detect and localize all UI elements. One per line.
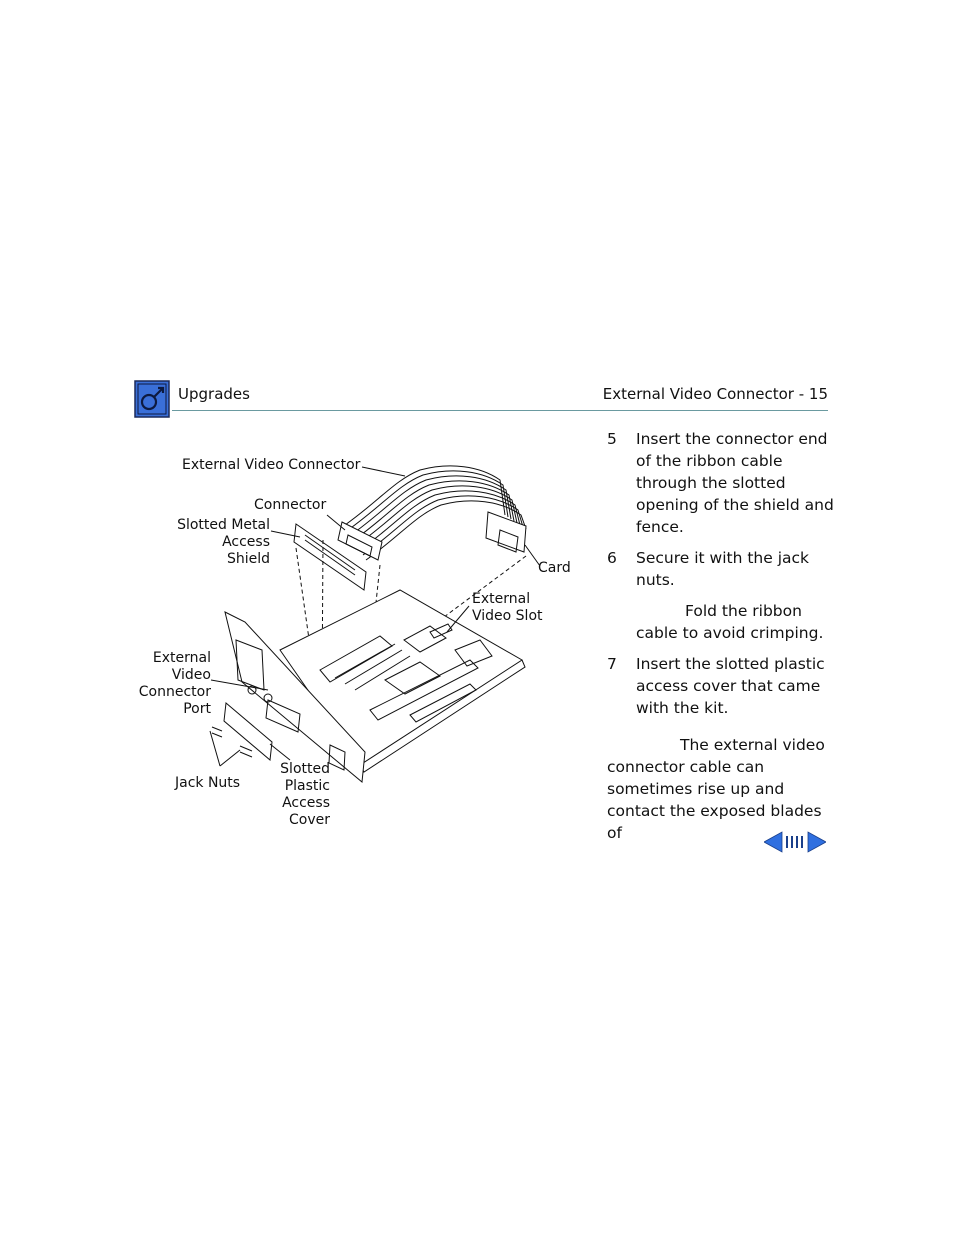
step-number: 7 [607, 655, 617, 673]
label-jack-nuts: Jack Nuts [175, 775, 241, 791]
page-title: External Video Connector - 15 [602, 385, 828, 403]
step-text: Insert the connector end of the ribbon c… [636, 430, 834, 536]
warning-text: The external video connector cable can s… [607, 736, 825, 842]
label-card: Card [538, 560, 571, 576]
label-slotted-metal-access-shield: Slotted Metal Access Shield [177, 517, 270, 567]
ribbon-cable [344, 465, 527, 561]
page-navigation [764, 831, 826, 853]
index-bars-icon[interactable] [786, 836, 803, 848]
note-text: Fold the ribbon cable to avoid crimping. [636, 602, 824, 642]
label-external-video-connector-port: External Video Connector Port [138, 650, 211, 717]
header-divider [172, 410, 828, 411]
arrow-left-icon[interactable] [764, 831, 783, 853]
label-slotted-plastic-access-cover: Slotted Plastic Access Cover [280, 761, 330, 828]
apple-service-logo-icon [134, 380, 170, 418]
label-external-video-slot: External Video Slot [472, 591, 543, 624]
section-title: Upgrades [178, 385, 250, 403]
label-external-video-connector: External Video Connector [182, 457, 361, 473]
step-number: 6 [607, 549, 617, 567]
step-number: 5 [607, 430, 617, 448]
arrow-right-icon[interactable] [807, 831, 826, 853]
step-text: Secure it with the jack nuts. [636, 549, 810, 589]
step-text: Insert the slotted plastic access cover … [636, 655, 825, 717]
label-connector: Connector [254, 497, 327, 513]
